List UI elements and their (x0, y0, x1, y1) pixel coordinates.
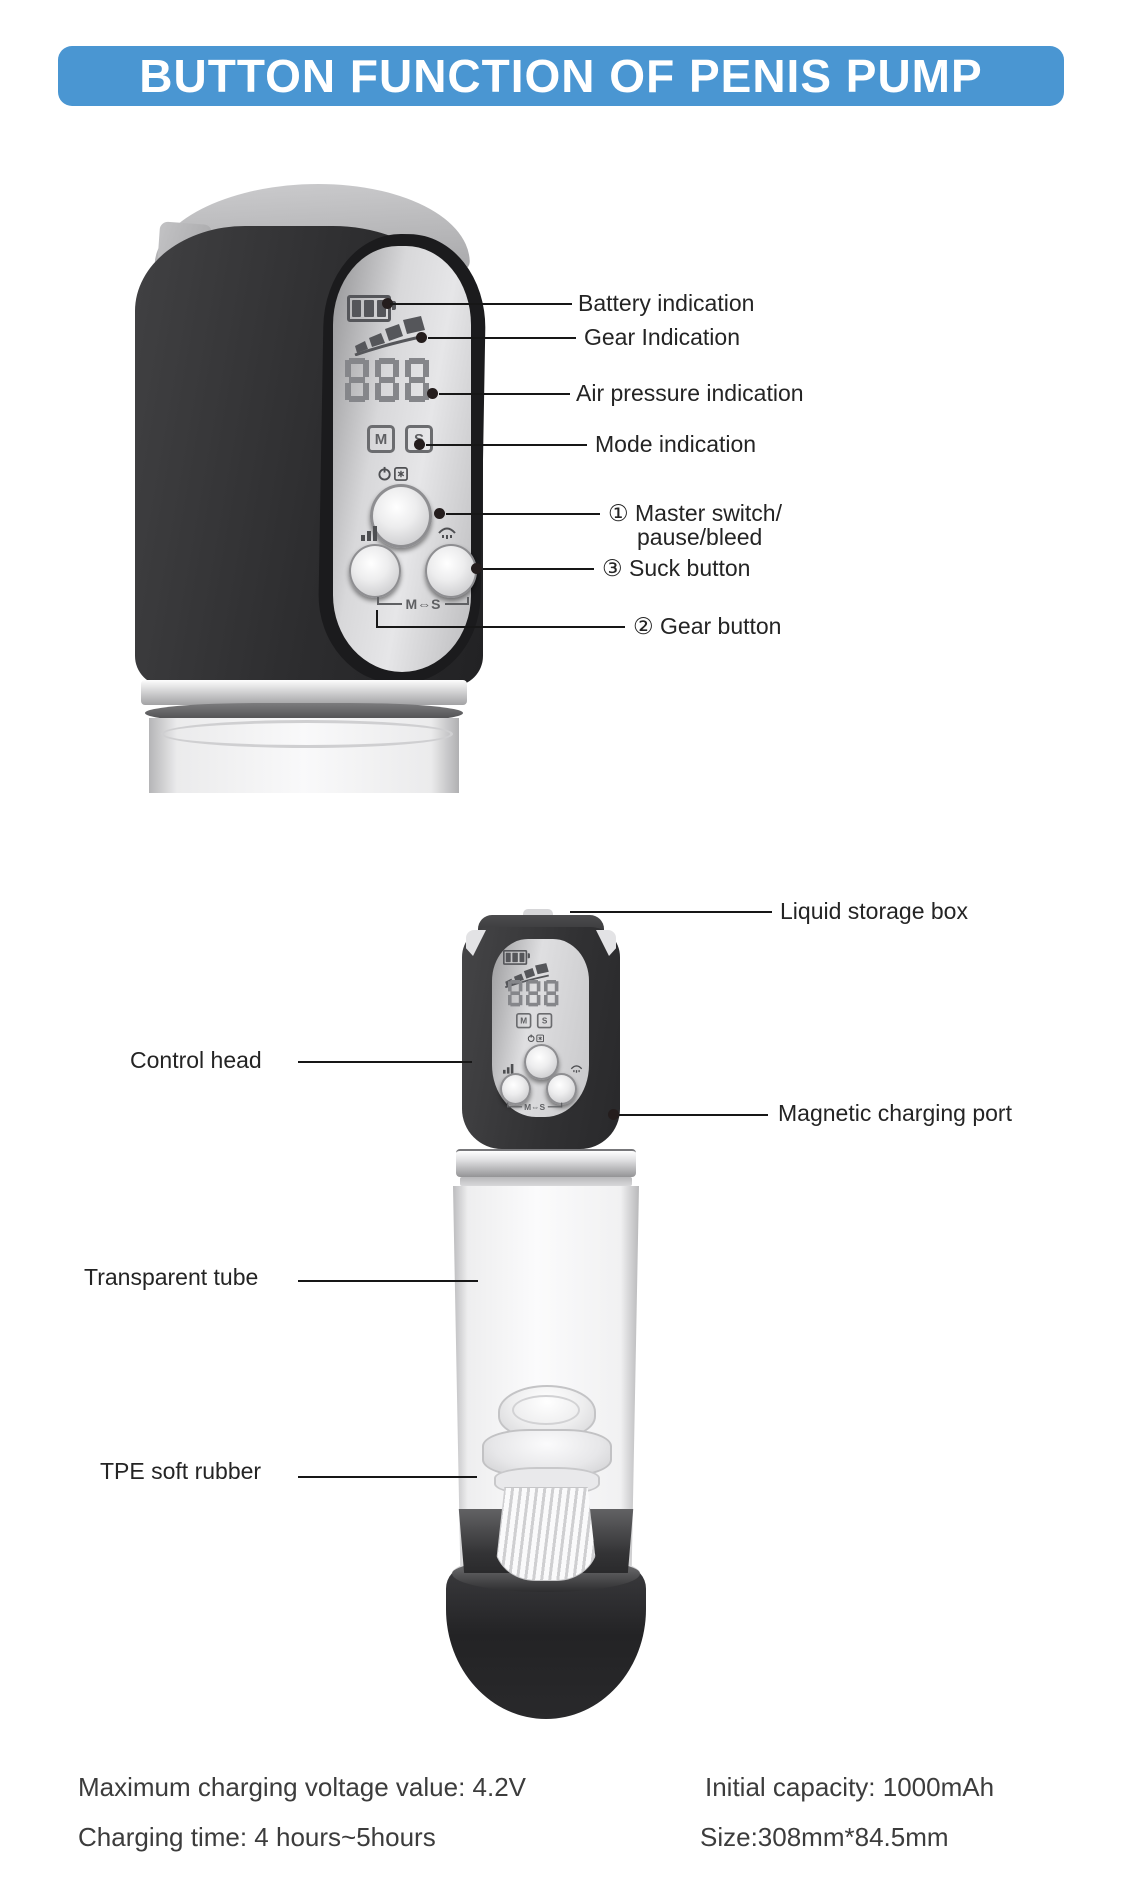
tube-inner-rim (161, 720, 453, 748)
mode-indicator: M S (367, 425, 433, 453)
lcd-digit (375, 358, 399, 402)
mini-battery-icon (503, 950, 530, 965)
suck-callout-dot (471, 563, 482, 574)
title-banner: BUTTON FUNCTION OF PENIS PUMP (58, 46, 1064, 106)
mini-gear-button[interactable] (500, 1073, 531, 1105)
mode-callout-line (426, 444, 587, 446)
callout-tpe-soft-rubber: TPE soft rubber (100, 1458, 262, 1484)
callout-transparent-tube: Transparent tube (84, 1264, 259, 1290)
mini-mode-indicator: M S (516, 1013, 553, 1029)
gear-indicator-icon (354, 316, 426, 356)
lcd-digit (405, 358, 429, 402)
magnetic-port-callout-line (619, 1114, 768, 1116)
callout-gear-indication: Gear Indication (584, 324, 740, 350)
master-callout-dot (434, 508, 445, 519)
suck-button[interactable] (425, 544, 477, 598)
battery-callout-line (390, 303, 572, 305)
lcd-digit (508, 980, 523, 1007)
control-panel (333, 246, 471, 672)
lcd-display (345, 358, 435, 402)
figure-control-head-closeup: M S M⇔S (125, 168, 520, 793)
mini-ms-range-label: M⇔S (507, 1102, 563, 1112)
tpe-sleeve-dome-ring (512, 1395, 580, 1425)
air-callout-dot (427, 388, 438, 399)
callout-magnetic-charging-port: Magnetic charging port (778, 1100, 1012, 1126)
battery-callout-dot (382, 298, 393, 309)
neck-ring (460, 1177, 632, 1186)
tpe-sleeve-ribbed-skirt (494, 1487, 598, 1581)
spec-charging-time: Charging time: 4 hours~5hours (78, 1822, 436, 1852)
gear-ind-callout-line (428, 337, 576, 339)
callout-master-switch-line2: pause/bleed (637, 524, 763, 550)
spec-initial-capacity: Initial capacity: 1000mAh (705, 1772, 995, 1802)
chrome-band (141, 680, 467, 705)
mode-m-badge: M (367, 425, 395, 453)
mini-power-bleed-icon (527, 1034, 545, 1045)
tpe-callout-line (298, 1476, 477, 1478)
transparent-tube-callout-line (298, 1280, 478, 1282)
lcd-digit (526, 980, 541, 1007)
callout-suck-button: ③ Suck button (602, 555, 751, 581)
power-bleed-icon (378, 466, 408, 481)
gear-btn-callout-line (376, 626, 625, 628)
magnetic-charging-ring (456, 1149, 636, 1177)
mini-suck-icon (570, 1063, 583, 1077)
liquid-storage-box-part (523, 909, 553, 919)
callout-master-switch: ① Master switch/ (608, 500, 782, 526)
control-head-callout-line (298, 1061, 472, 1063)
lcd-digit (345, 358, 369, 402)
spec-max-voltage: Maximum charging voltage value: 4.2V (78, 1772, 527, 1802)
callout-control-head: Control head (130, 1047, 262, 1073)
suck-icon (438, 527, 456, 539)
gear-btn-callout-elbow (376, 610, 378, 627)
page-title: BUTTON FUNCTION OF PENIS PUMP (139, 50, 983, 102)
ms-range-label: M⇔S (377, 596, 469, 612)
battery-icon (347, 295, 396, 322)
magnetic-port-callout-dot (608, 1109, 619, 1120)
spec-size: Size:308mm*84.5mm (700, 1822, 949, 1852)
mini-suck-button[interactable] (546, 1073, 577, 1105)
gear-button[interactable] (349, 544, 401, 598)
mini-gear-level-icon (503, 1064, 515, 1077)
callout-air-pressure: Air pressure indication (576, 380, 804, 406)
callout-battery-indication: Battery indication (578, 290, 755, 316)
air-callout-line (439, 393, 570, 395)
figure-full-pump: M S (440, 903, 652, 1725)
master-callout-line (446, 513, 600, 515)
callout-liquid-storage-box: Liquid storage box (780, 898, 968, 924)
gear-level-icon (361, 526, 377, 541)
callout-mode-indication: Mode indication (595, 431, 757, 457)
lcd-digit (544, 980, 559, 1007)
suck-callout-line (483, 568, 594, 570)
liquid-box-callout-line (570, 911, 772, 913)
mode-callout-dot (414, 439, 425, 450)
master-switch-button[interactable] (370, 484, 432, 548)
mini-lcd-display (508, 980, 562, 1007)
callout-gear-button: ② Gear button (633, 613, 782, 639)
gear-ind-callout-dot (416, 332, 427, 343)
